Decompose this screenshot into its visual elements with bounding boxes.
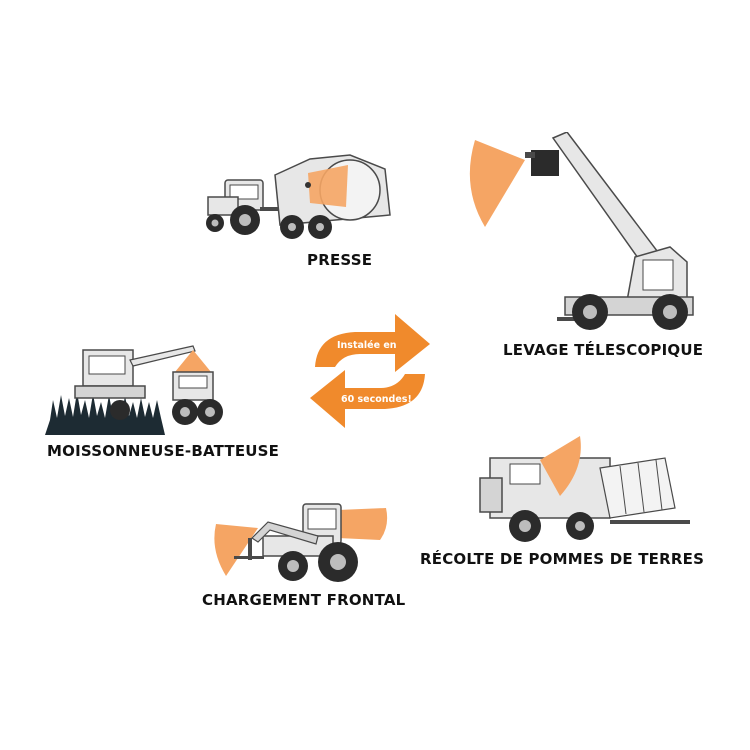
telehandler-icon bbox=[469, 132, 694, 330]
potato-harvester-icon bbox=[479, 436, 690, 542]
cycle-arrows-icon bbox=[310, 314, 430, 428]
chargement-label: CHARGEMENT FRONTAL bbox=[202, 591, 406, 609]
cycle-top-text: Instalée en bbox=[337, 340, 397, 351]
baler-icon bbox=[206, 154, 391, 239]
recolte-label: RÉCOLTE DE POMMES DE TERRES bbox=[420, 550, 705, 568]
moissonneuse-label: MOISSONNEUSE-BATTEUSE bbox=[47, 442, 280, 460]
levage-label: LEVAGE TÉLESCOPIQUE bbox=[503, 341, 704, 359]
front-loader-icon bbox=[214, 503, 388, 582]
cycle-bottom-text: 60 secondes! bbox=[341, 394, 412, 405]
combine-harvester-icon bbox=[45, 345, 223, 435]
presse-label: PRESSE bbox=[307, 251, 373, 269]
